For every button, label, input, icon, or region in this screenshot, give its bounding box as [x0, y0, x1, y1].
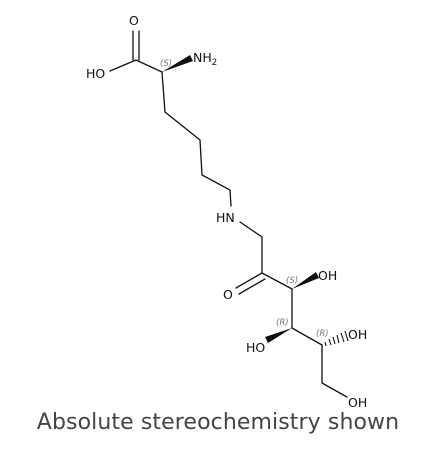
chemical-structure-diagram: O HO NH2 HN O OH HO OH OH (S) (S) (R) (R… [86, 13, 367, 410]
stereo-label-c4: (R) [276, 318, 289, 328]
wedge-bond-nh2 [162, 55, 193, 72]
bond-c6-oh [321, 382, 348, 398]
stereo-label-c5: (R) [316, 329, 329, 339]
ketone-double-bond [235, 272, 266, 295]
lysine-side-chain [161, 71, 232, 207]
atom-label-ho-c4: HO [246, 340, 265, 355]
caption-text: Absolute stereochemistry shown [36, 410, 400, 435]
atom-label-oh-c5: OH [348, 327, 367, 342]
atom-label-o-ketone: O [223, 287, 233, 302]
wedge-bond-c3-oh [292, 272, 319, 289]
bond-n-ch2 [239, 221, 263, 238]
nh2-subscript: 2 [212, 58, 217, 68]
wedge-bond-c4-ho [265, 328, 292, 343]
nh2-main: NH [193, 50, 212, 65]
atom-label-oh-c6: OH [348, 395, 367, 410]
stereo-label-c3: (S) [286, 276, 298, 286]
atom-label-nh2: NH2 [193, 50, 217, 68]
atom-label-oh-c3: OH [318, 268, 337, 283]
hashed-bond-c5-oh [324, 330, 349, 347]
bond-c1-calpha [135, 59, 163, 73]
carbonyl-double-bond [132, 30, 140, 61]
bond-c2-c3 [261, 272, 293, 290]
bond-c1-oh [109, 59, 137, 72]
stereo-label-alpha: (S) [160, 59, 172, 69]
bond-c4-c5 [291, 327, 323, 346]
atom-label-o-carbonyl: O [129, 13, 139, 28]
atom-label-hn: HN [216, 210, 235, 225]
atom-label-ho-acid: HO [86, 66, 105, 81]
